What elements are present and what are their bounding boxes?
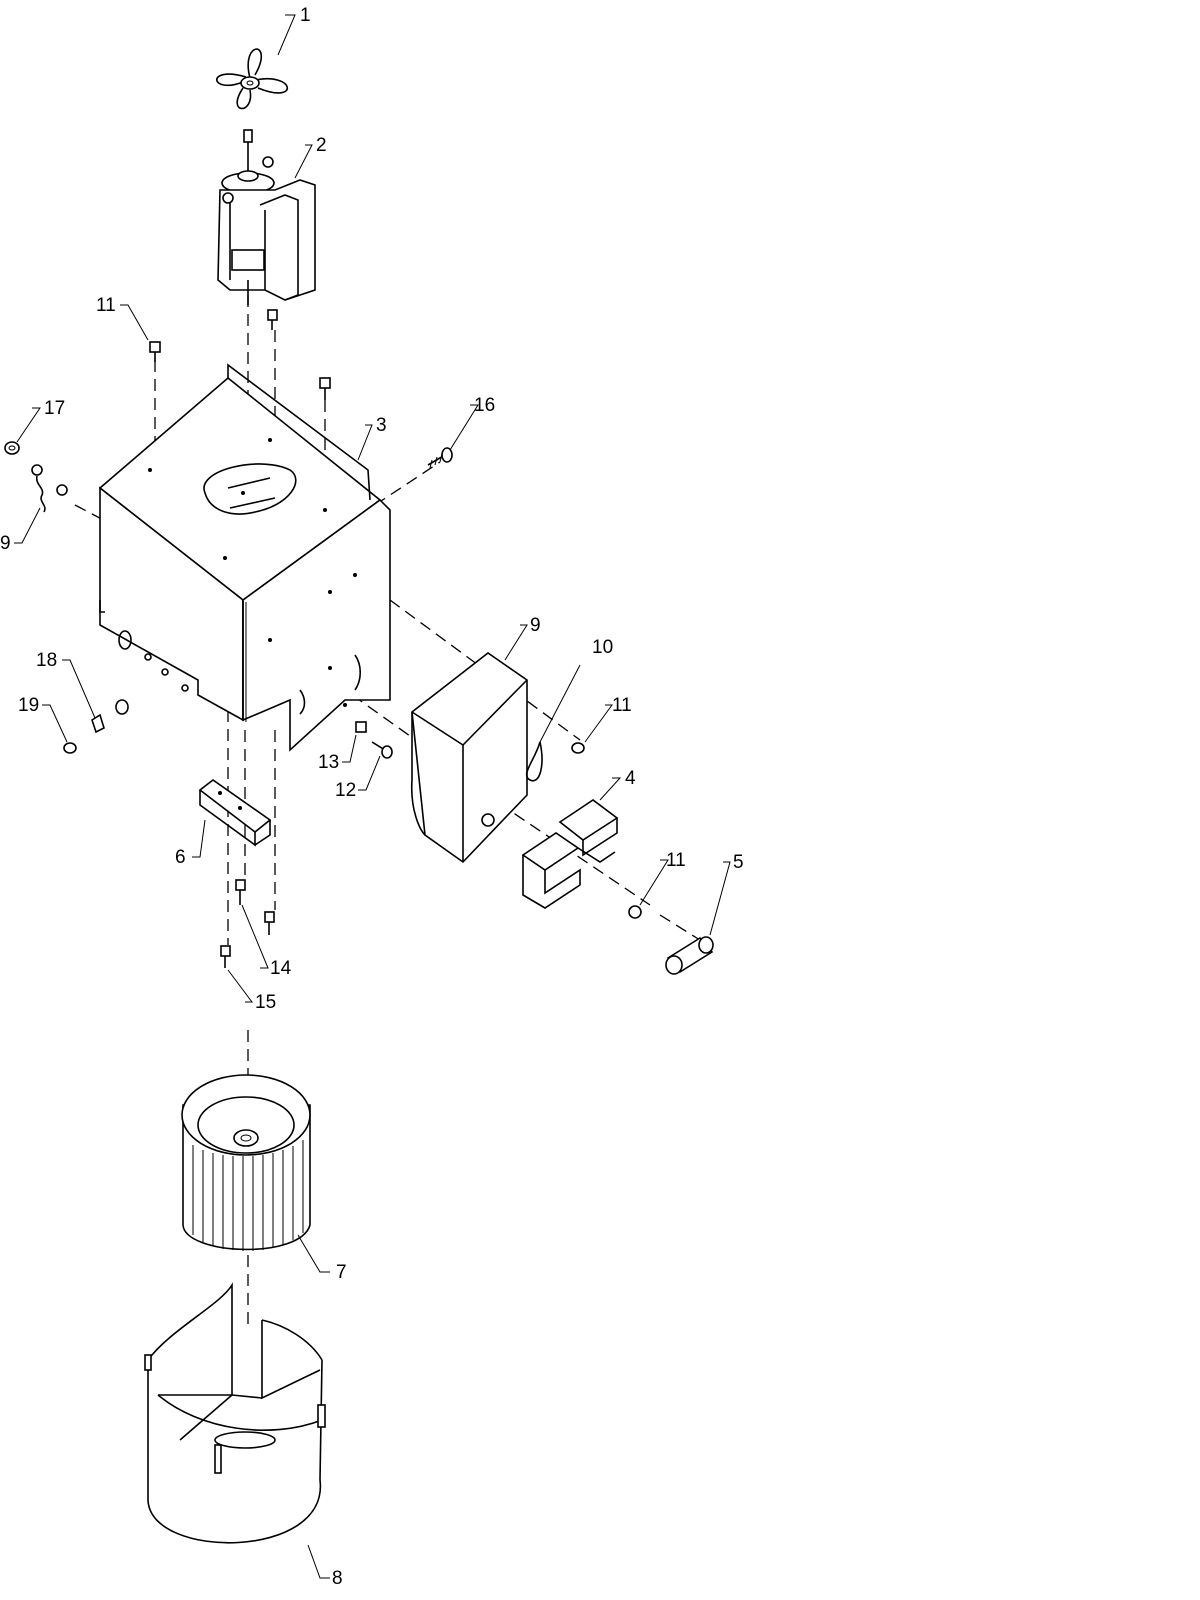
callout-13: 13: [318, 752, 339, 773]
screw-icon: [264, 911, 275, 935]
strap-icon: [525, 664, 581, 782]
callout-10: 10: [592, 637, 613, 658]
screw-icon: [427, 447, 453, 469]
callout-5: 5: [733, 852, 744, 873]
nut-icon: [63, 742, 77, 754]
callout-8: 8: [332, 1568, 343, 1589]
support-bracket-icon: [198, 779, 272, 847]
screw-icon: [267, 309, 278, 330]
screw-icon: [371, 741, 393, 759]
callout-17: 17: [44, 398, 65, 419]
screw-icon: [355, 721, 367, 733]
wire-lead-icon: [31, 464, 68, 513]
motor-bracket-icon: [98, 363, 391, 752]
screw-icon: [220, 945, 231, 968]
fuse-icon: [665, 936, 714, 975]
screw-icon: [235, 879, 246, 905]
clip-icon: [91, 713, 105, 734]
leader-lines: [14, 14, 731, 1579]
callout-2: 2: [316, 135, 327, 156]
callout-9-wire: 9: [0, 533, 11, 554]
callout-11-fuse: 11: [666, 850, 686, 871]
callout-15: 15: [255, 992, 276, 1013]
callout-3: 3: [376, 415, 387, 436]
blower-housing-icon: [144, 1282, 326, 1544]
screw-icon: [319, 377, 331, 400]
callout-1: 1: [300, 5, 311, 26]
callout-labels: 1 2 3 4 5 6 7 8 9 9 10 11 11 11 12 13 14…: [0, 5, 744, 1589]
fan-motor-icon: [217, 129, 316, 305]
screw-icon: [149, 341, 161, 362]
capacitor-icon: [410, 652, 528, 864]
screw-icon: [628, 905, 642, 919]
callout-6: 6: [175, 847, 186, 868]
nut-icon: [115, 699, 129, 715]
callout-4: 4: [625, 768, 636, 789]
callout-12: 12: [335, 780, 356, 801]
callout-14: 14: [270, 958, 292, 979]
callout-9-capacitor: 9: [530, 615, 541, 636]
callout-18: 18: [36, 650, 57, 671]
callout-11-capacitor: 11: [612, 695, 632, 716]
callout-11-top: 11: [96, 295, 116, 316]
blower-wheel-icon: [181, 1074, 311, 1251]
fuse-holder-icon: [521, 799, 619, 909]
callout-16: 16: [474, 395, 495, 416]
fan-blade-icon: [216, 48, 289, 110]
screw-icon: [571, 742, 585, 754]
screw-icon: [481, 813, 495, 827]
callout-19: 19: [18, 695, 39, 716]
callout-7: 7: [336, 1262, 347, 1283]
nut-icon: [4, 441, 20, 455]
